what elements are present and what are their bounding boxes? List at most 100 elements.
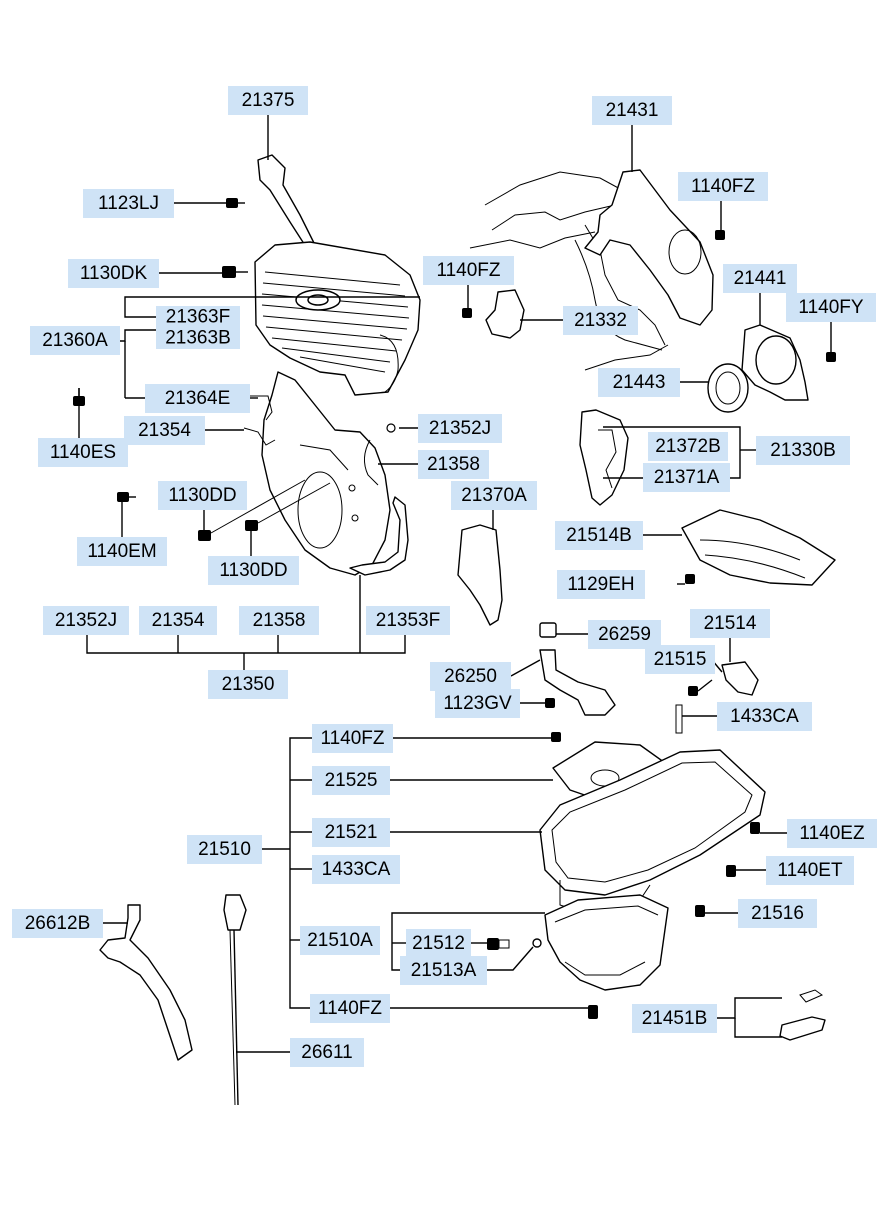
callout-21514b: 21514B: [555, 521, 643, 550]
svg-text:21514B: 21514B: [566, 525, 632, 546]
callout-21512: 21512: [406, 929, 471, 958]
gasket-21353f: [349, 496, 409, 576]
lower-oil-pan: [544, 894, 669, 991]
svg-text:21358: 21358: [253, 610, 306, 631]
svg-text:21350: 21350: [222, 674, 275, 695]
callout-21352j-upper: 21352J: [418, 414, 502, 443]
bolt-1130dd-b: [245, 482, 331, 531]
svg-text:21354: 21354: [152, 610, 205, 631]
callout-21350: 21350: [208, 670, 288, 699]
dowel-pin-1433ca: [675, 704, 683, 734]
upper-timing-cover: [254, 241, 421, 396]
svg-text:26250: 26250: [444, 666, 497, 687]
callout-1140et: 1140ET: [766, 856, 854, 885]
callout-1433ca-right: 1433CA: [717, 702, 812, 731]
callout-21513a: 21513A: [400, 956, 487, 985]
cover-21370a: [457, 524, 503, 626]
callout-26250: 26250: [430, 662, 511, 691]
svg-text:1123GV: 1123GV: [443, 693, 512, 714]
callout-1130dd-lower: 1130DD: [208, 556, 299, 585]
svg-text:21510A: 21510A: [307, 930, 373, 951]
upper-oil-pan: [539, 749, 766, 919]
svg-text:1130DD: 1130DD: [168, 485, 236, 506]
callout-1130dk: 1130DK: [68, 259, 159, 288]
svg-text:1140FZ: 1140FZ: [436, 260, 500, 281]
svg-text:1129EH: 1129EH: [567, 574, 634, 595]
callout-21352j-lower: 21352J: [43, 606, 129, 635]
svg-text:21371A: 21371A: [654, 467, 720, 488]
callout-1140fy: 1140FY: [786, 293, 876, 322]
svg-text:21515: 21515: [654, 649, 707, 670]
callout-21515: 21515: [645, 645, 715, 674]
rear-plate: [584, 169, 714, 326]
callout-26259: 26259: [588, 620, 661, 649]
callout-21363f: 21363F: [156, 306, 240, 328]
callout-1140fz-upper: 1140FZ: [312, 724, 393, 753]
dipstick-guide-26612b: [99, 904, 193, 1061]
svg-text:1123LJ: 1123LJ: [98, 193, 159, 214]
svg-text:21358: 21358: [427, 454, 480, 475]
svg-text:21352J: 21352J: [429, 418, 491, 439]
svg-text:1140ET: 1140ET: [777, 860, 843, 881]
svg-text:1140FZ: 1140FZ: [320, 728, 384, 749]
svg-text:21330B: 21330B: [770, 440, 836, 461]
oil-seal-21443: [707, 363, 749, 413]
callout-21364e: 21364E: [145, 384, 250, 413]
callout-21443: 21443: [598, 368, 680, 397]
bracket-21332: [485, 289, 525, 339]
callout-21363b: 21363B: [156, 327, 240, 349]
svg-text:1433CA: 1433CA: [730, 706, 799, 727]
callout-21360a: 21360A: [30, 326, 120, 355]
part-drawings: [73, 154, 836, 1106]
svg-text:21364E: 21364E: [165, 388, 231, 409]
sealant-tube-21451b: [779, 989, 826, 1041]
callout-21441: 21441: [723, 264, 797, 293]
callout-21431: 21431: [592, 96, 672, 125]
callout-21375: 21375: [228, 86, 308, 115]
callout-21525: 21525: [312, 766, 390, 795]
upper-timing-bracket: [257, 154, 316, 251]
svg-text:21521: 21521: [325, 822, 378, 843]
callout-1433ca-left: 1433CA: [312, 855, 400, 884]
svg-text:21451B: 21451B: [642, 1008, 708, 1029]
svg-text:21431: 21431: [606, 100, 659, 121]
gasket-26259: [539, 622, 557, 638]
bolt-1140em: [117, 492, 136, 502]
callout-21510a: 21510A: [300, 926, 380, 955]
gasket-21358: [364, 439, 379, 486]
leader-lines: [78, 115, 832, 1053]
svg-text:21332: 21332: [574, 310, 627, 331]
svg-text:1433CA: 1433CA: [322, 859, 391, 880]
svg-text:1140FZ: 1140FZ: [691, 176, 755, 197]
svg-text:21375: 21375: [242, 90, 295, 111]
svg-text:21441: 21441: [734, 268, 787, 289]
callout-1140em: 1140EM: [77, 537, 167, 566]
svg-text:21443: 21443: [613, 372, 666, 393]
svg-text:1140FZ: 1140FZ: [318, 998, 382, 1019]
svg-text:21514: 21514: [704, 613, 757, 634]
callout-1140fz-bracket: 1140FZ: [423, 256, 514, 285]
svg-text:21353F: 21353F: [376, 610, 440, 631]
callout-21451b: 21451B: [632, 1004, 717, 1033]
svg-text:21370A: 21370A: [461, 485, 527, 506]
bolt-1123lj: [226, 198, 245, 208]
callout-21358-upper: 21358: [418, 450, 489, 479]
svg-text:1140EM: 1140EM: [87, 541, 156, 562]
callout-1140fz-lower: 1140FZ: [310, 994, 390, 1023]
svg-text:26259: 26259: [598, 624, 651, 645]
gasket-21354: [243, 427, 276, 446]
cover-21330b: [579, 409, 629, 506]
svg-text:21513A: 21513A: [411, 960, 477, 981]
callout-21332: 21332: [563, 306, 638, 335]
svg-text:21360A: 21360A: [42, 330, 108, 351]
callout-1140fz-rearplate: 1140FZ: [678, 172, 768, 201]
dipstick-26611: [223, 894, 247, 1106]
svg-text:21363F: 21363F: [166, 307, 230, 328]
baffle-21514b: [681, 509, 836, 586]
svg-text:26611: 26611: [301, 1042, 352, 1063]
callout-26611: 26611: [290, 1038, 364, 1067]
svg-text:21510: 21510: [198, 839, 251, 860]
svg-text:1140ES: 1140ES: [50, 442, 116, 463]
oil-screen: [539, 649, 616, 716]
bracket-21514: [721, 661, 759, 696]
